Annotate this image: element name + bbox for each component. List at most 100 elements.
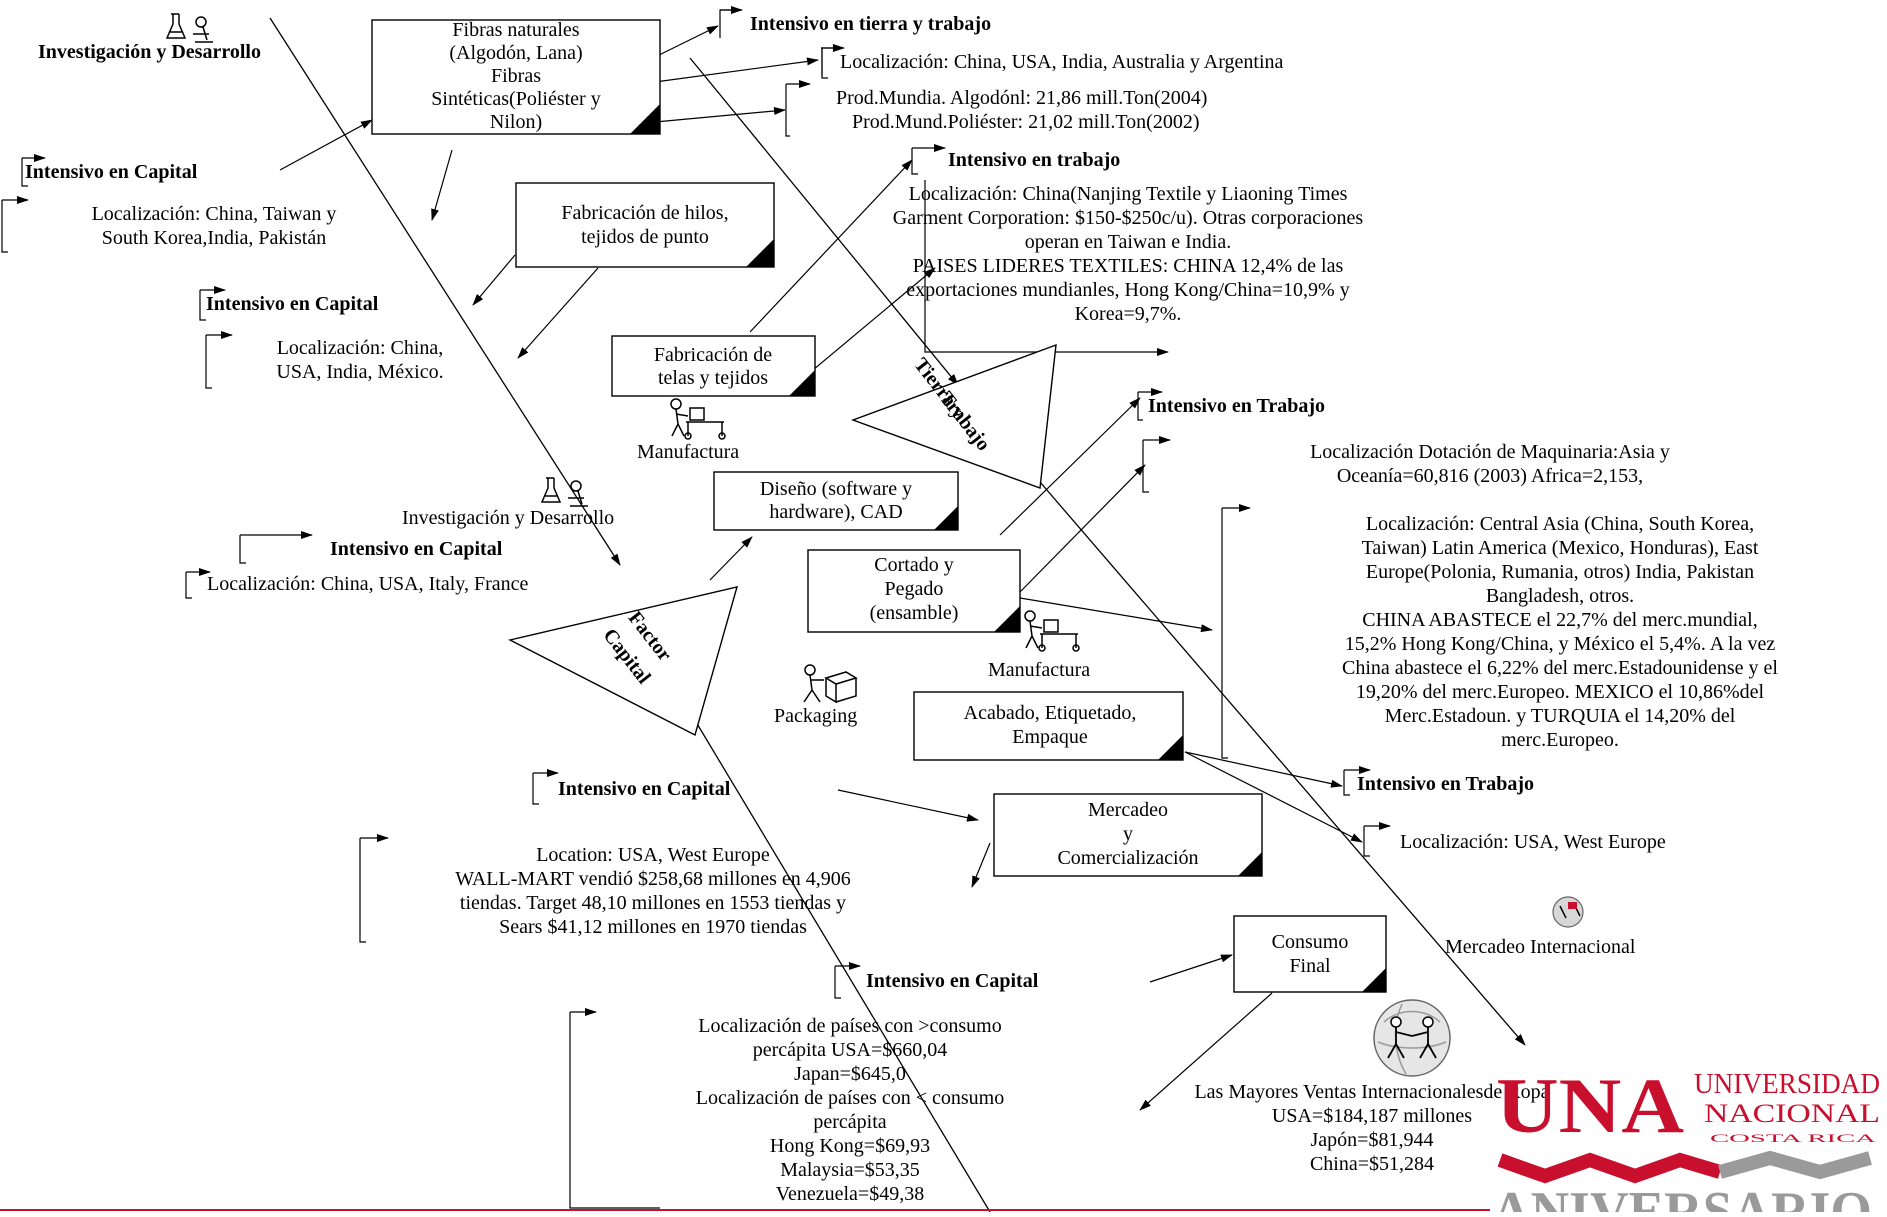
arrow xyxy=(1184,751,1343,788)
tag-bracket xyxy=(532,773,539,805)
box-texts: Fibras naturales (Algodón, Lana) Fibras … xyxy=(431,19,1348,977)
tag-texts: Intensivo en tierra y trabajo Intensivo … xyxy=(25,13,1534,992)
note-loc-central-line6: 15,2% Hong Kong/China, y México el 5,4%.… xyxy=(1345,633,1776,655)
arrow xyxy=(794,267,936,386)
box-mercadeo xyxy=(993,793,1263,877)
triangle-capital xyxy=(507,586,738,737)
box-consumo-line1: Consumo xyxy=(1272,931,1349,953)
tag-bracket xyxy=(239,535,246,564)
box-acabado xyxy=(913,691,1184,761)
arrow xyxy=(749,159,913,333)
box-acabado-line1: Acabado, Etiquetado, xyxy=(964,702,1137,724)
note-loc-consumo-line8: Venezuela=$49,38 xyxy=(776,1183,924,1205)
box-telas-line1: Fabricación de xyxy=(654,344,772,366)
note-loc-maquinaria-line1: Localización Dotación de Maquinaria:Asia… xyxy=(1310,441,1670,463)
box-fibras-line5: Nilon) xyxy=(490,111,542,133)
note-loc-fibras: Localización: China, USA, India, Austral… xyxy=(840,51,1284,73)
arrow xyxy=(472,254,516,306)
international-marketing-icon xyxy=(1552,896,1584,928)
arrow xyxy=(654,25,719,58)
tag-trabajo-3: Intensivo en Trabajo xyxy=(1357,773,1534,795)
logo-bottom: ANIVERSARIO xyxy=(1492,1181,1872,1212)
note-loc-central-line2: Taiwan) Latin America (Mexico, Honduras)… xyxy=(1362,537,1759,559)
box-mercadeo-line1: Mercadeo xyxy=(1088,799,1168,821)
box-corner-tabs xyxy=(630,104,1386,992)
label-manufactura-2: Manufactura xyxy=(988,659,1090,681)
note-loc-italy: Localización: China, USA, Italy, France xyxy=(207,573,529,595)
box-fibras-line2: (Algodón, Lana) xyxy=(449,42,582,64)
arrow xyxy=(971,842,991,888)
logo-letters: UNA xyxy=(1496,1062,1684,1149)
tag-trabajo-1: Intensivo en trabajo xyxy=(948,149,1120,171)
note-ventas-line3: Japón=$81,944 xyxy=(1311,1129,1434,1151)
tag-bracket xyxy=(1142,440,1149,493)
logo-line2: NACIONAL xyxy=(1704,1099,1880,1128)
box-telas xyxy=(611,335,816,397)
tag-bracket xyxy=(1,200,8,253)
note-loc-taiwan-line1: Localización: China, Taiwan y xyxy=(92,203,337,225)
tag-capital-4: Intensivo en Capital xyxy=(558,778,731,800)
tag-bracket xyxy=(569,1012,660,1209)
tag-capital-2: Intensivo en Capital xyxy=(206,293,379,315)
tag-bracket xyxy=(1137,392,1143,421)
note-ventas-line1: Las Mayores Ventas Internacionalesde Rop… xyxy=(1194,1081,1549,1103)
packaging-icon xyxy=(803,664,858,704)
triangles xyxy=(507,343,1057,737)
tag-trabajo-2: Intensivo en Trabajo xyxy=(1148,395,1325,417)
label-id-top: Investigación y Desarrollo xyxy=(38,41,261,63)
box-acabado-line2: Empaque xyxy=(1012,726,1088,748)
note-loc-nanjing-line3: operan en Taiwan e India. xyxy=(1025,231,1231,253)
tag-bracket xyxy=(185,572,192,599)
arrow xyxy=(1149,954,1233,983)
arrow xyxy=(431,149,453,221)
tag-capital-1: Intensivo en Capital xyxy=(25,161,198,183)
arrow xyxy=(999,397,1141,536)
note-loc-central-line10: merc.Europeo. xyxy=(1501,729,1619,751)
tag-bracket xyxy=(785,84,790,137)
arrow xyxy=(1019,597,1213,633)
logo-xxx-mark xyxy=(1497,1152,1723,1184)
note-loc-walmart-line4: Sears $41,12 millones en 1970 tiendas xyxy=(499,916,807,938)
arrow xyxy=(1019,464,1146,593)
logo-xxx-mark-gray xyxy=(1718,1150,1872,1180)
note-loc-nanjing-line5: exportaciones mundianles, Hong Kong/Chin… xyxy=(906,279,1349,301)
label-packaging: Packaging xyxy=(774,705,857,727)
note-loc-consumo-line6: Hong Kong=$69,93 xyxy=(770,1135,930,1157)
note-loc-consumo-line3: Japan=$645,0 xyxy=(794,1063,906,1085)
worker-icon xyxy=(1024,610,1080,652)
note-loc-walmart-line2: WALL-MART vendió $258,68 millones en 4,9… xyxy=(455,868,851,890)
note-loc-nanjing-line6: Korea=9,7%. xyxy=(1075,303,1182,325)
tag-bracket xyxy=(821,47,840,79)
note-loc-nanjing-line1: Localización: China(Nanjing Textile y Li… xyxy=(909,183,1348,205)
box-fibras xyxy=(371,19,661,135)
box-hilos-line2: tejidos de punto xyxy=(581,226,709,248)
connector-arrows xyxy=(279,25,1363,1111)
note-loc-maquinaria-line2: Oceanía=60,816 (2003) Africa=2,153, xyxy=(1337,465,1643,487)
flow-lines xyxy=(269,17,1526,1213)
arrow xyxy=(1139,992,1273,1111)
process-boxes xyxy=(371,19,1387,993)
note-loc-central-line4: Bangladesh, otros. xyxy=(1486,585,1634,607)
box-telas-line2: telas y tejidos xyxy=(658,367,768,389)
arrow xyxy=(654,57,819,83)
note-loc-mexico-line1: Localización: China, xyxy=(277,337,444,359)
note-loc-nanjing-line2: Garment Corporation: $150-$250c/u). Otra… xyxy=(893,207,1364,229)
lab-icon xyxy=(165,13,213,43)
box-mercadeo-line2: y xyxy=(1123,823,1133,845)
arrow xyxy=(924,180,1169,356)
note-loc-central-line1: Localización: Central Asia (China, South… xyxy=(1366,513,1754,535)
tag-brackets xyxy=(1,6,1391,1209)
box-fibras-line4: Sintéticas(Poliéster y xyxy=(431,88,600,110)
box-cortado xyxy=(807,549,1021,633)
labels: Investigación y Desarrollo Investigación… xyxy=(38,41,1636,958)
tag-bracket xyxy=(21,158,28,187)
box-diseno-line2: hardware), CAD xyxy=(769,501,902,523)
box-hilos-line1: Fabricación de hilos, xyxy=(561,202,728,224)
tag-bracket xyxy=(1363,826,1370,857)
flow-line-left-lower xyxy=(689,711,991,1213)
note-loc-consumo-line5: percápita xyxy=(813,1111,886,1133)
flow-line-left-upper xyxy=(269,17,621,566)
box-consumo xyxy=(1233,915,1387,993)
note-loc-nanjing-line4: PAISES LIDERES TEXTILES: CHINA 12,4% de … xyxy=(913,255,1344,277)
note-loc-central-line9: Merc.Estadoun. y TURQUIA el 14,20% del xyxy=(1385,705,1736,727)
